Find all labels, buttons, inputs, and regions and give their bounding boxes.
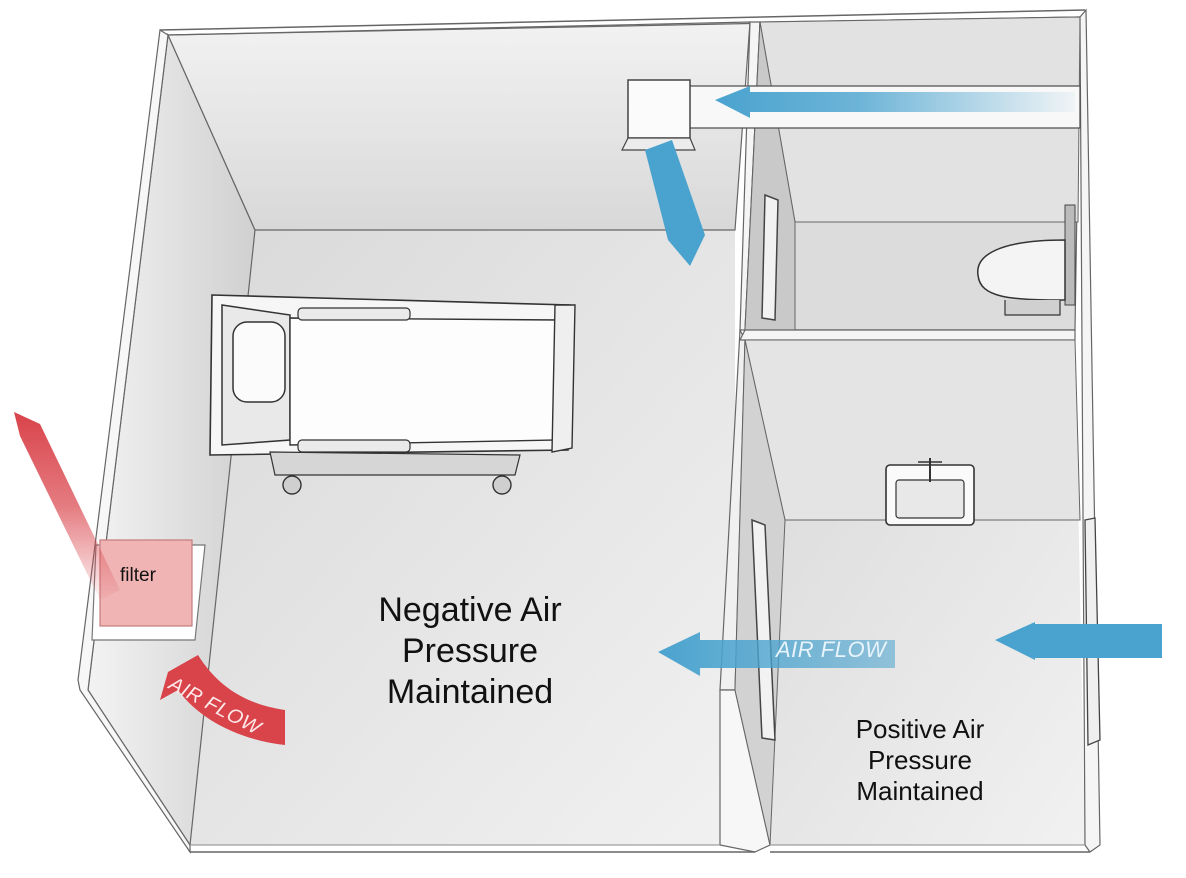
positive-pressure-label: Positive Air Pressure Maintained [855,714,985,807]
ceiling-vent-icon [621,79,1081,266]
exhaust-airflow-arrow [14,412,120,600]
ante-room [734,339,1085,846]
hospital-bed-icon [209,294,576,495]
sink-icon [885,458,975,526]
supply-airflow-arrow [645,140,705,266]
toilet-icon [977,204,1076,316]
transfer-airflow-arrow [658,632,895,676]
filter-box-icon [14,412,206,641]
negative-pressure-label: Negative Air Pressure Maintained [378,591,562,711]
filter-label: filter [120,565,156,586]
bathroom [739,16,1081,341]
airflow-label-blue: AIR FLOW [776,637,887,662]
right-outer-wall [1079,8,1101,853]
return-airflow-arrow [160,655,285,745]
main-room-back-wall [167,21,751,231]
duct-airflow-arrow [715,86,1075,118]
bathroom-door [761,193,779,321]
main-room-wall-rim [77,28,191,854]
incoming-airflow-arrow [995,622,1162,660]
